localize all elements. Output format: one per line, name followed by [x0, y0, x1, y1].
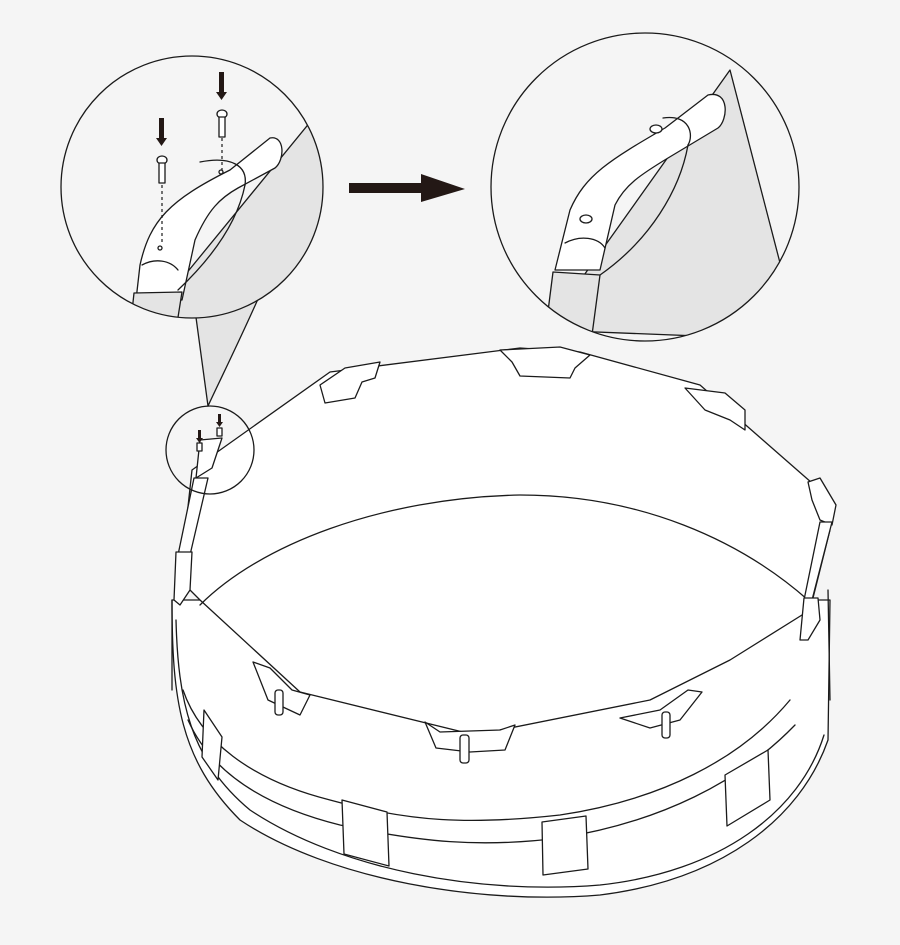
screw-2: [216, 72, 228, 170]
strap: [201, 709, 223, 781]
transition-arrow-icon: [349, 174, 465, 202]
detail-marker: [165, 289, 263, 495]
strap: [541, 815, 589, 876]
callout-before: [60, 55, 324, 319]
rail-joints: [173, 346, 837, 764]
strap: [341, 799, 390, 867]
screw-1: [156, 118, 168, 245]
strap: [724, 749, 771, 827]
callout-after: [490, 32, 800, 342]
